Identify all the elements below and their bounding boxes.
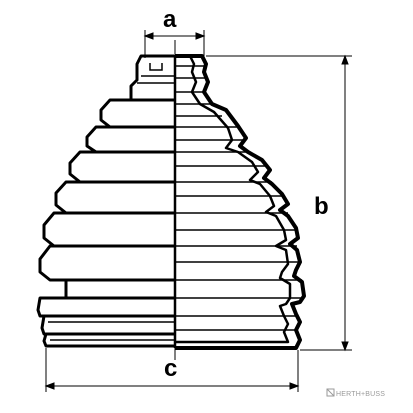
dimension-a-label: a [163,6,177,33]
dimension-b-label: b [314,193,329,220]
brand-watermark: HERTH+BUSS [326,388,385,398]
neck-detail [48,63,175,341]
dimension-b [206,54,352,352]
boot-right-section [175,54,306,350]
dimension-c [44,348,300,392]
dimension-a [143,30,206,58]
watermark-text: HERTH+BUSS [336,391,385,398]
dimension-c-label: c [164,355,177,382]
boot-left-silhouette [36,54,175,348]
